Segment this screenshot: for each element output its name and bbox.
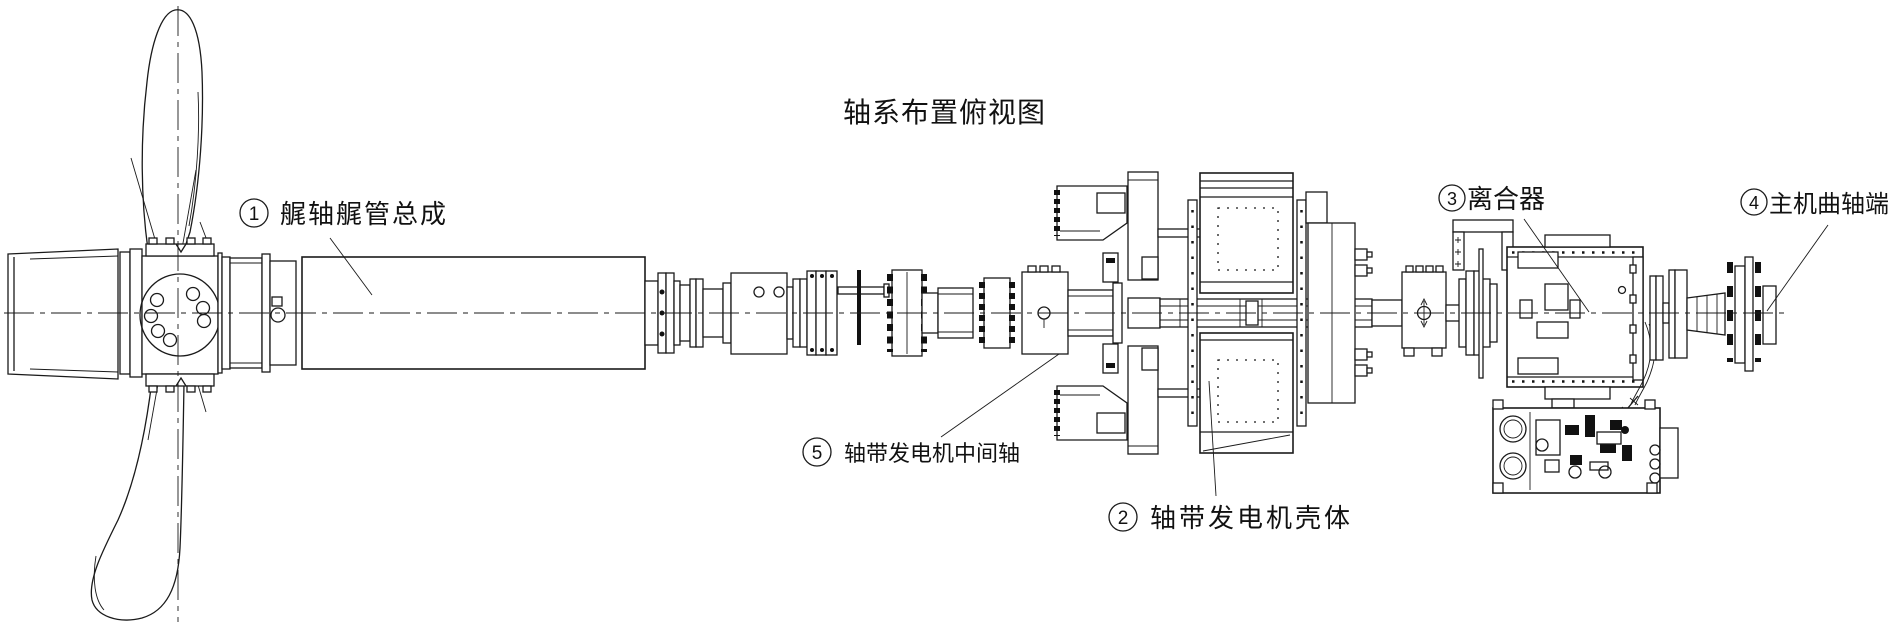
drawing-title: 轴系布置俯视图	[843, 97, 1046, 128]
shaft-bearing-block	[1021, 265, 1069, 355]
generator-housing-bottom	[1199, 332, 1294, 454]
shaft-generator	[1054, 171, 1373, 455]
generator-side-unit-top	[1054, 185, 1128, 283]
label-number: 3	[1447, 189, 1457, 209]
hydraulic-power-unit	[1492, 399, 1679, 494]
label-number: 1	[249, 204, 260, 225]
label-text: 艉轴艉管总成	[280, 199, 448, 229]
tapered-sleeve	[1686, 292, 1726, 336]
label-text: 离合器	[1467, 184, 1545, 214]
propeller-blade-top	[141, 9, 204, 253]
generator-side-unit-bottom	[1054, 343, 1128, 441]
label-4-crankshaft-end: 4 主机曲轴端	[1740, 188, 1889, 312]
propeller	[7, 9, 297, 621]
bearing-housing	[730, 272, 788, 355]
propeller-blade-bottom	[90, 379, 185, 621]
clutch	[1401, 219, 1656, 435]
clutch-input-coupling	[1401, 265, 1447, 357]
label-number: 4	[1749, 193, 1759, 213]
label-1-stern-tube-assembly: 1 艉轴艉管总成	[239, 198, 448, 296]
label-5-intermediate-shaft: 5 轴带发电机中间轴	[802, 353, 1060, 467]
centerlines	[4, 6, 1788, 622]
clutch-body	[1506, 234, 1644, 409]
leader-line	[329, 237, 373, 296]
generator-housing-top	[1199, 172, 1294, 294]
intermediate-shaft	[644, 265, 1123, 357]
label-text: 轴带发电机壳体	[1150, 503, 1353, 533]
label-text: 主机曲轴端	[1769, 191, 1889, 218]
leader-line	[940, 353, 1060, 438]
label-number: 5	[812, 443, 823, 464]
label-3-clutch: 3 离合器	[1438, 184, 1590, 313]
crankshaft-stub	[1762, 285, 1777, 345]
clutch-flange-pack	[1452, 219, 1514, 379]
leader-line	[1208, 380, 1217, 497]
leader-line	[1523, 218, 1590, 313]
label-text: 轴带发电机中间轴	[844, 441, 1020, 466]
leader-line	[1766, 224, 1829, 312]
output-coupling	[1649, 256, 1777, 372]
label-number: 2	[1118, 508, 1129, 529]
label-2-generator-housing: 2 轴带发电机壳体	[1108, 380, 1353, 533]
propeller-cap	[7, 248, 119, 380]
crankshaft-flange	[1727, 256, 1777, 372]
